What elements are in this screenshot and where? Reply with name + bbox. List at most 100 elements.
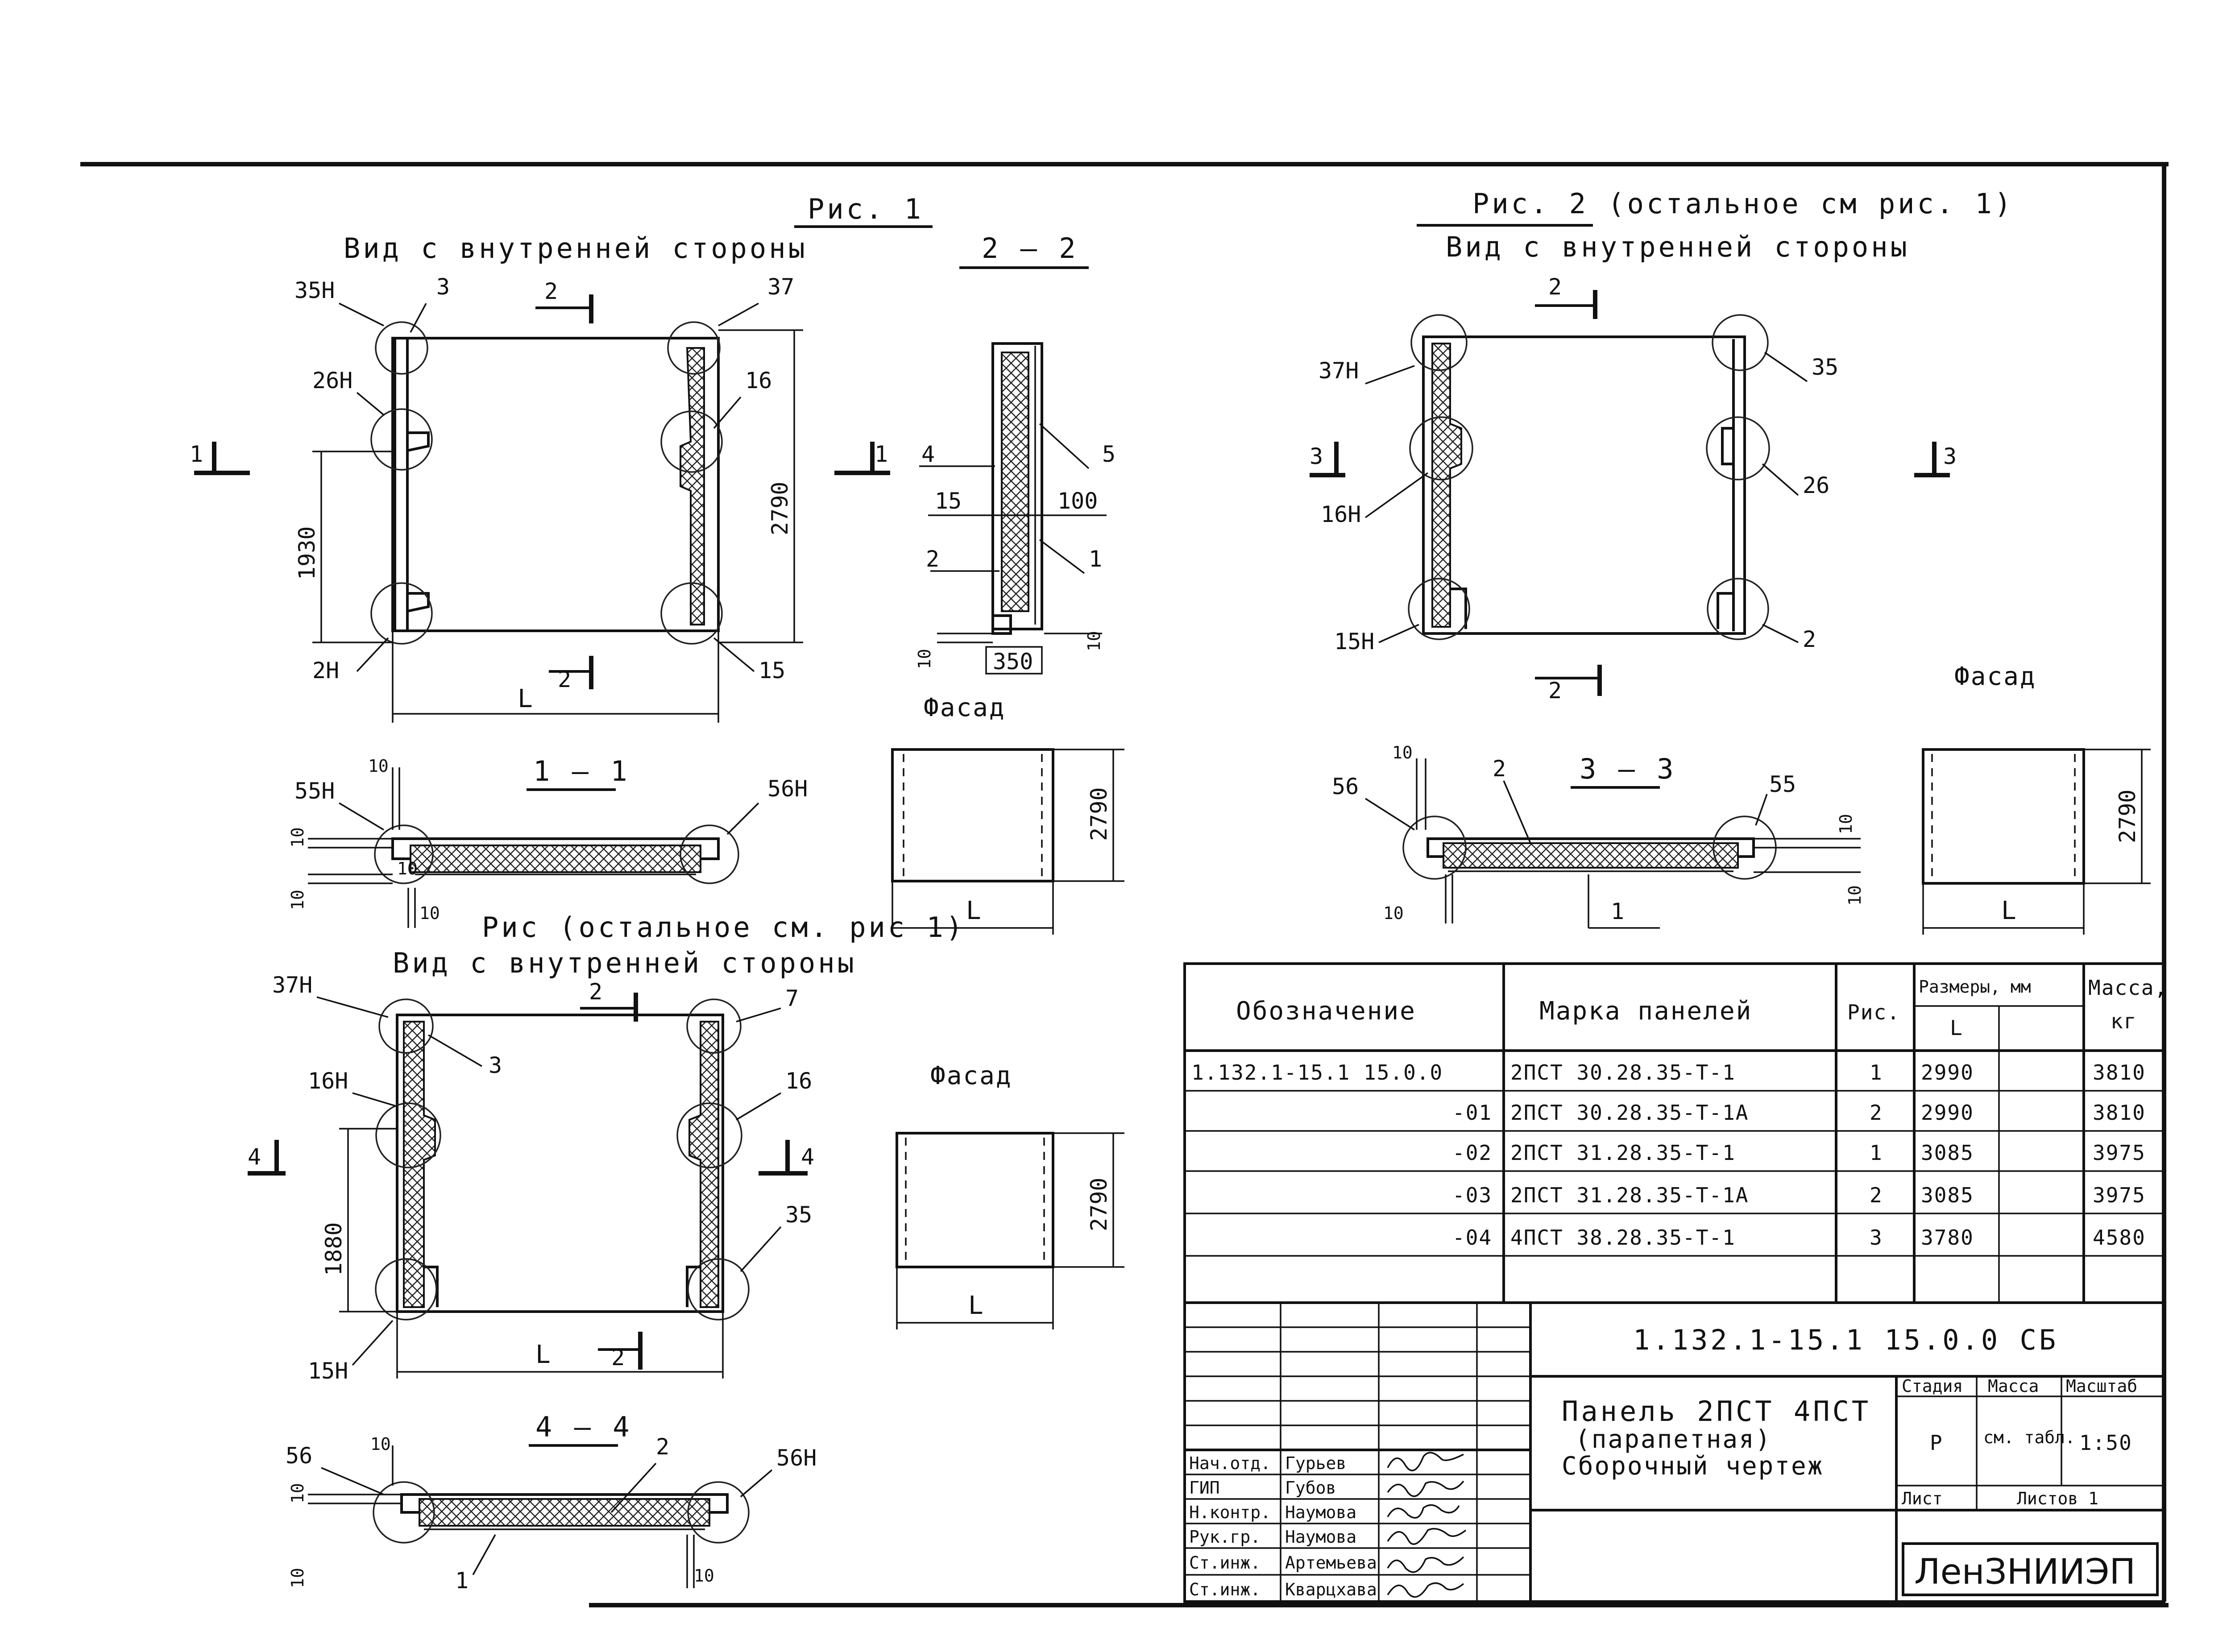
facade1-group: Фасад 2790 L	[891, 693, 1124, 935]
section44-label-2: 2	[656, 1434, 669, 1460]
table-row: -01 2ПСТ 30.28.35-Т-1А 2 2990 3810	[1452, 1101, 2146, 1125]
section22-label-4: 4	[921, 441, 935, 467]
row0-mark: 2ПСТ 30.28.35-Т-1	[1510, 1060, 1736, 1085]
fig1-mark-1-right: 1	[875, 441, 888, 467]
scale-label: Масштаб	[2066, 1376, 2137, 1396]
scale-value: 1:50	[2079, 1431, 2132, 1455]
sheets-label: Листов 1	[2017, 1489, 2098, 1508]
row1-fig: 2	[1870, 1101, 1883, 1125]
facade2-height: 2790	[2115, 790, 2140, 843]
section33-label-55: 55	[1769, 771, 1796, 797]
section44-label-56n: 56Н	[776, 1445, 817, 1471]
fig1-callout-35n: 35Н	[294, 277, 335, 303]
section44-label-10d: 10	[694, 1566, 714, 1586]
fig2-subtitle: Вид с внутренней стороны	[1446, 231, 1910, 263]
fig1-mark-2-top: 2	[544, 278, 558, 304]
section44-label-10b: 10	[288, 1483, 307, 1503]
spec-header-mass: Масса,	[2088, 976, 2168, 1000]
facade1-title: Фасад	[924, 693, 1006, 722]
fig3-mark-4-right: 4	[801, 1144, 814, 1170]
fig2-mark-2-bottom: 2	[1548, 678, 1562, 704]
facade1-height: 2790	[1086, 787, 1112, 841]
fig1-callout-15: 15	[759, 658, 785, 683]
section33-label-10c: 10	[1383, 903, 1404, 923]
fig2-mark-3-right: 3	[1943, 443, 1957, 469]
fig3-group: Рис (остальное см. рис 1) Вид с внутренн…	[248, 911, 965, 1384]
row4-fig: 3	[1870, 1226, 1883, 1250]
section44-title: 4 – 4	[535, 1411, 632, 1443]
facade3-title: Фасад	[930, 1061, 1012, 1090]
facade3-group: Фасад 2790 L	[896, 1061, 1124, 1329]
spec-table: Обозначение Марка панелей Рис. Размеры, …	[1183, 962, 2168, 1304]
stage-label: Стадия	[1902, 1376, 1963, 1396]
sig-name-4: Артемьева	[1285, 1553, 1377, 1573]
row3-fig: 2	[1870, 1183, 1883, 1207]
fig2-group: Рис. 2 (остальное см рис. 1) Вид с внутр…	[1310, 187, 2011, 704]
sig-name-1: Губов	[1285, 1478, 1336, 1498]
section11-label-56n: 56Н	[767, 776, 808, 802]
sig-name-0: Гурьев	[1285, 1453, 1346, 1473]
sheet-label: Лист	[1902, 1489, 1943, 1508]
row4-designation: -04	[1452, 1226, 1492, 1250]
section44-label-10a: 10	[370, 1434, 391, 1454]
fig1-title: Рис. 1	[808, 193, 924, 225]
fig3-callout-16n: 16Н	[308, 1068, 348, 1094]
fig2-callout-26: 26	[1803, 472, 1829, 498]
spec-header-designation: Обозначение	[1236, 997, 1416, 1026]
fig3-callout-3: 3	[489, 1052, 502, 1078]
row4-mass: 4580	[2093, 1226, 2146, 1250]
row1-mass: 3810	[2093, 1101, 2146, 1125]
row2-mass: 3975	[2093, 1141, 2146, 1165]
fig1-callout-37: 37	[767, 274, 794, 300]
sig-role-2: Н.контр.	[1189, 1503, 1271, 1522]
row1-designation: -01	[1452, 1101, 1492, 1125]
fig1-dim-1930: 1930	[294, 526, 320, 580]
sig-name-3: Наумова	[1285, 1527, 1356, 1547]
row2-designation: -02	[1452, 1141, 1492, 1165]
fig3-mark-4-left: 4	[248, 1144, 261, 1170]
organization-logo: ЛенЗНИИЭП	[1902, 1542, 2159, 1596]
mass-value: см. табл.	[1983, 1428, 2075, 1447]
sig-role-0: Нач.отд.	[1189, 1453, 1271, 1473]
section22-label-10b: 10	[1084, 631, 1104, 651]
section22-label-15: 15	[935, 488, 962, 514]
row3-mark: 2ПСТ 31.28.35-Т-1А	[1510, 1183, 1749, 1207]
fig1-callout-26n: 26Н	[312, 368, 352, 393]
fig2-callout-37n: 37Н	[1319, 358, 1359, 384]
section11-label-10b: 10	[288, 827, 307, 848]
drawing-title-line1: Панель 2ПСТ 4ПСТ	[1562, 1395, 1871, 1428]
section11-label-10c: 10	[288, 890, 307, 910]
mass-label: Масса	[1988, 1376, 2039, 1396]
fig1-panel-view: L 1930 2790 35Н 3 37 26Н 16 2Н 15 2	[190, 274, 890, 723]
sig-role-4: Ст.инж.	[1189, 1553, 1261, 1573]
row0-fig: 1	[1870, 1060, 1883, 1085]
section22-label-10a: 10	[915, 649, 934, 669]
fig3-subtitle: Вид с внутренней стороны	[393, 947, 857, 979]
fig1-callout-16: 16	[745, 368, 772, 393]
fig1-callout-2n: 2Н	[312, 658, 339, 683]
row0-designation: 1.132.1-15.1 15.0.0	[1191, 1060, 1443, 1085]
section11-label-10d: 10	[419, 903, 440, 923]
fig3-title: Рис (остальное см. рис 1)	[482, 911, 965, 944]
facade3-height: 2790	[1086, 1178, 1112, 1231]
section33-label-1: 1	[1611, 898, 1624, 924]
facade2-group: Фасад 2790 L	[1922, 662, 2151, 935]
fig2-callout-2: 2	[1803, 626, 1816, 652]
fig2-callout-35: 35	[1812, 354, 1838, 380]
section44-label-10c: 10	[288, 1568, 307, 1588]
fig1-subtitle: Вид с внутренней стороны	[344, 232, 808, 265]
facade2-title: Фасад	[1954, 662, 2036, 691]
spec-header-mark: Марка панелей	[1539, 997, 1752, 1026]
row3-l: 3085	[1921, 1183, 1974, 1207]
section22-label-1: 1	[1089, 546, 1102, 572]
fig3-dim-1880: 1880	[321, 1222, 347, 1276]
sig-role-5: Ст.инж.	[1189, 1580, 1261, 1599]
section44-label-1: 1	[455, 1568, 469, 1594]
section22-label-5: 5	[1102, 441, 1116, 467]
drawing-title-line3: Сборочный чертеж	[1562, 1452, 1824, 1481]
organization-name: ЛенЗНИИЭП	[1914, 1552, 2136, 1592]
row3-designation: -03	[1452, 1183, 1492, 1207]
row3-mass: 3975	[2093, 1183, 2146, 1207]
fig1-group: Рис. 1 Вид с внутренней стороны L 1930	[190, 193, 933, 723]
